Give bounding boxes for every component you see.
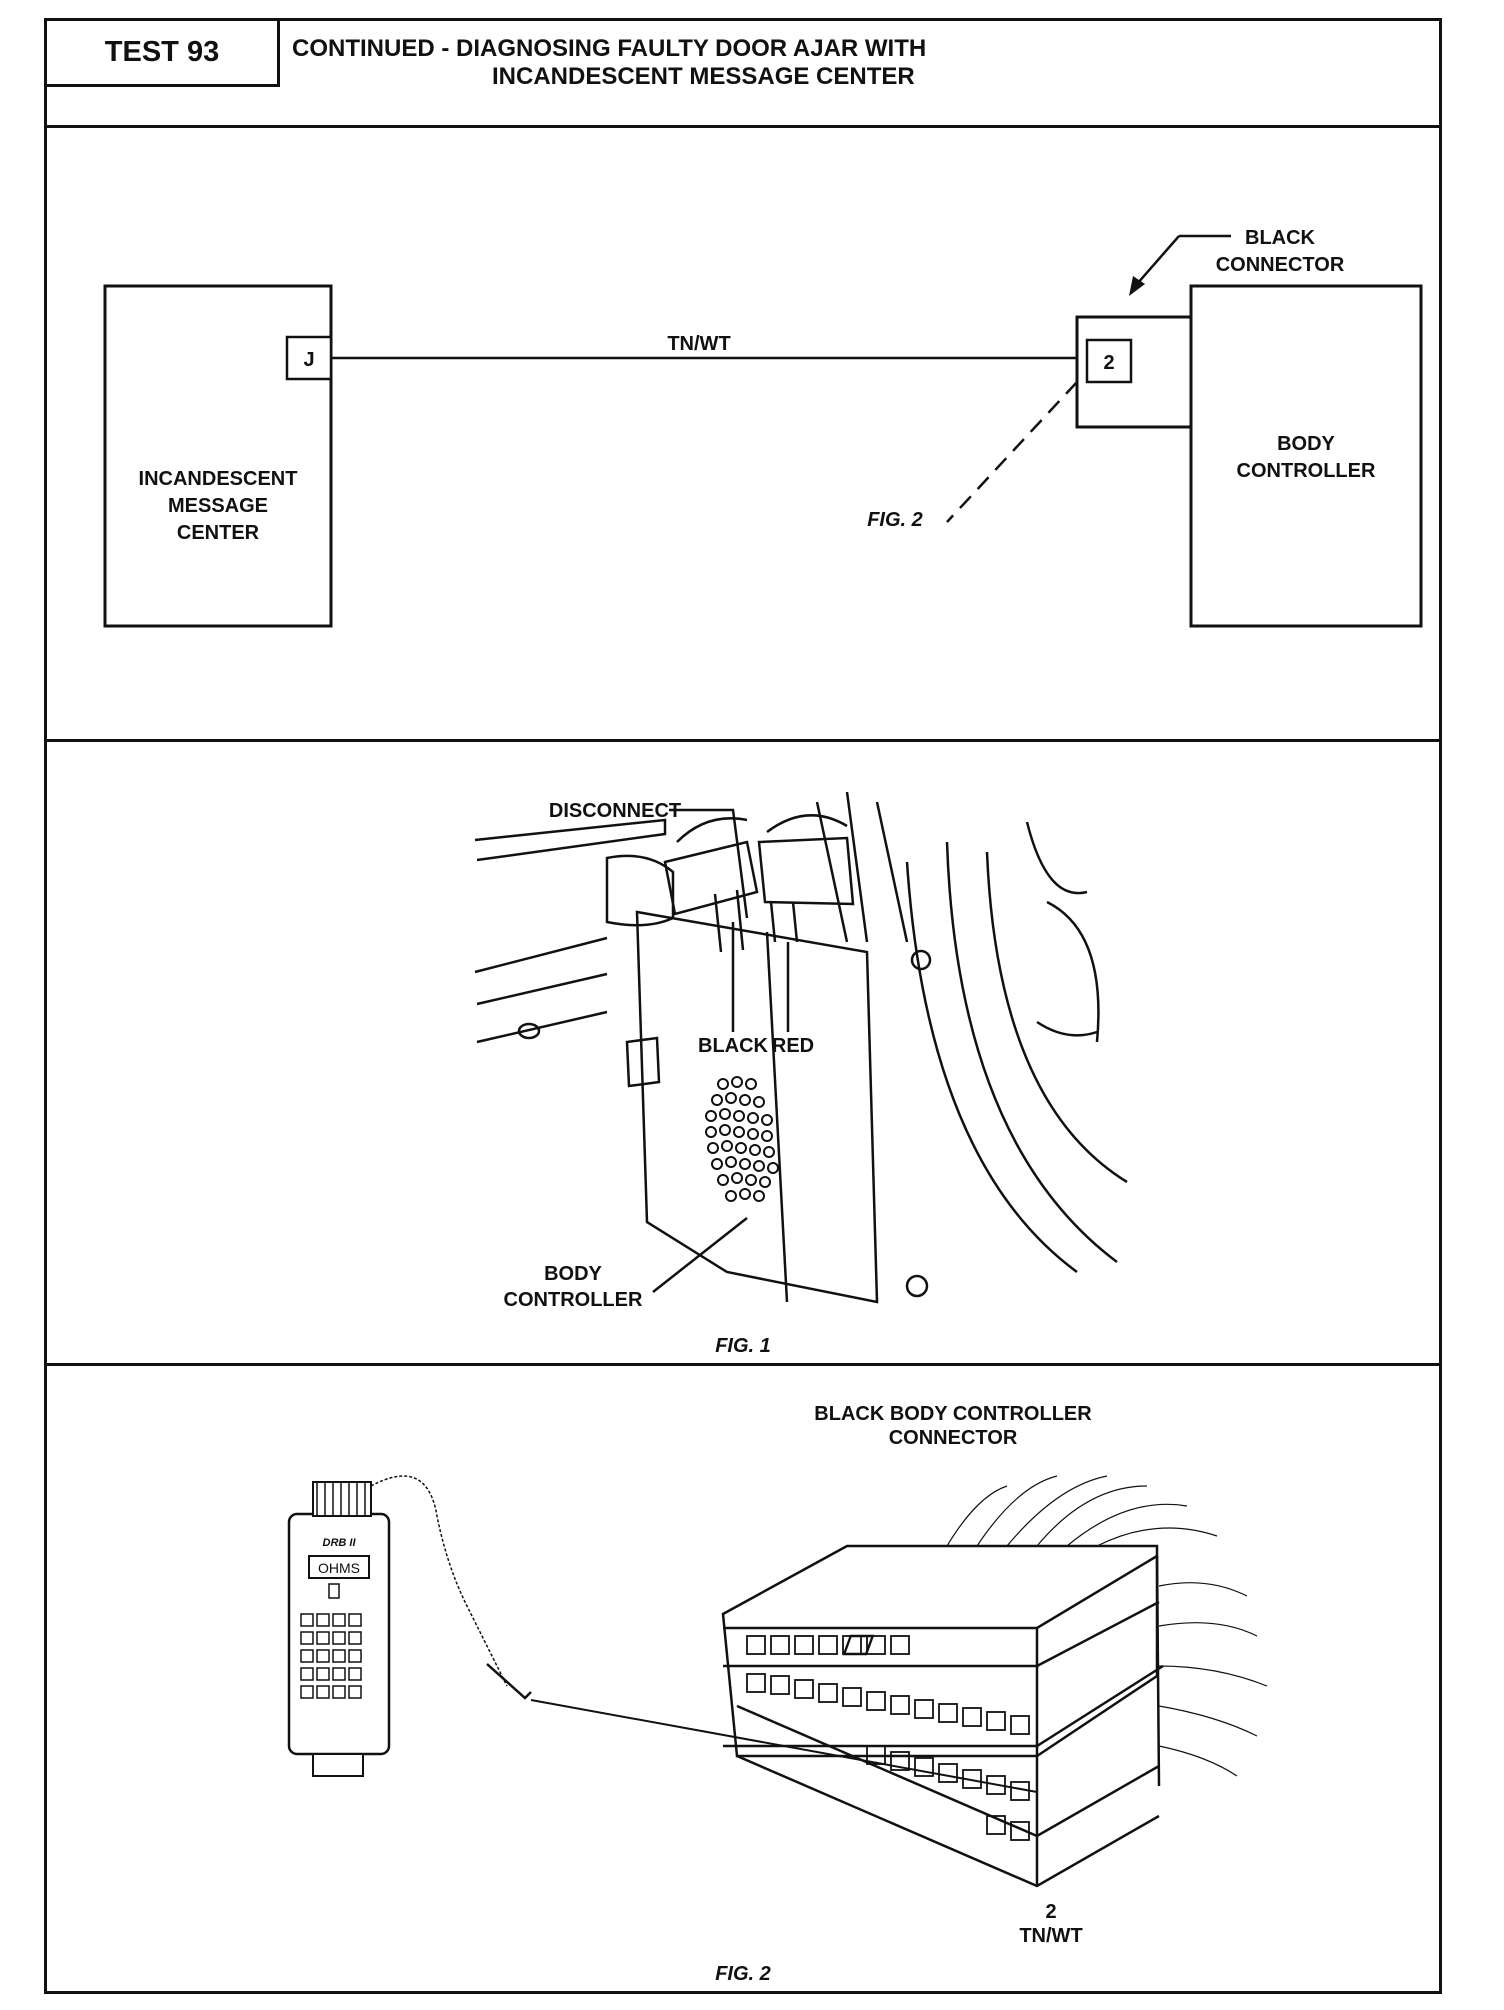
red-connector-latch (769, 901, 799, 943)
rear-wires (946, 1475, 1268, 1777)
meter-lead (370, 1475, 508, 1687)
title-line-2: INCANDESCENT MESSAGE CENTER (492, 63, 915, 90)
callout-leader (1136, 235, 1180, 285)
harness-curve-1 (905, 861, 1078, 1274)
fig-2-illustration: BLACK BODY CONTROLLER CONNECTOR DRB II O… (287, 1403, 1268, 1985)
red-connector-shape (757, 836, 855, 906)
fig-reference-label: FIG. 2 (867, 509, 923, 531)
test-number: TEST 93 (104, 36, 220, 68)
black-body-controller-connector (721, 1544, 1164, 1888)
pin-j-box (285, 335, 333, 381)
mount-bolt-top (910, 949, 932, 971)
bracket-lines (1036, 900, 1100, 1043)
controller-housing (635, 910, 879, 1304)
black-connector-shape (663, 840, 759, 916)
drb-meter: DRB II OHMS (287, 1481, 391, 1777)
controller-seam (765, 931, 789, 1303)
fig-2-title-line-1: BLACK BODY CONTROLLER (814, 1403, 1092, 1425)
black-connector-label: BLACK (698, 1035, 769, 1057)
page-frame: TEST 93 CONTINUED - DIAGNOSING FAULTY DO… (44, 18, 1442, 1994)
black-connector-latch (713, 889, 745, 953)
fig-1-caption: FIG. 1 (715, 1335, 771, 1357)
harness-curve-4 (1025, 821, 1088, 895)
meter-display: OHMS (318, 1560, 360, 1576)
vent-holes (705, 1076, 779, 1202)
left-module-line-3: CENTER (177, 522, 260, 544)
harness-curve-2 (945, 841, 1118, 1263)
body-controller-module (1189, 284, 1423, 628)
connector-callout-line-2: CONNECTOR (1216, 254, 1345, 276)
probe-tip (486, 1663, 532, 1700)
panel-divider-2 (47, 1363, 1439, 1366)
pin-2-label: 2 (1103, 352, 1114, 374)
connector-callout-line-1: BLACK (1245, 227, 1316, 249)
fig-reference-leader (946, 381, 1078, 523)
wiring-schematic: J INCANDESCENT MESSAGE CENTER TN/WT 2 BO… (103, 227, 1423, 628)
fig-2-title-line-2: CONNECTOR (889, 1427, 1018, 1449)
right-module-line-1: BODY (1277, 433, 1335, 455)
message-center-module (103, 284, 333, 628)
meter-brand: DRB II (323, 1537, 357, 1549)
mount-bolt-bottom (905, 1274, 929, 1298)
header-divider (47, 125, 1439, 128)
pin-wire-label: TN/WT (1019, 1925, 1082, 1947)
title-line-1: CONTINUED - DIAGNOSING FAULTY DOOR AJAR … (292, 35, 927, 62)
pin-2-box (1085, 338, 1133, 384)
fig-1-illustration: DISCONNECT BLACK RED BODY CONTROLLER FIG… (474, 791, 1128, 1357)
left-module-line-2: MESSAGE (168, 495, 268, 517)
disconnect-label: DISCONNECT (549, 800, 681, 822)
page-title: CONTINUED - DIAGNOSING FAULTY DOOR AJAR … (292, 35, 1292, 91)
fig-2-caption: FIG. 2 (715, 1963, 771, 1985)
connector-handle (605, 854, 675, 927)
dash-panel-top (474, 818, 667, 862)
pin-j-label: J (303, 349, 314, 371)
panel-divider-1 (47, 739, 1439, 742)
red-connector-label: RED (772, 1035, 814, 1057)
test-number-box: TEST 93 (47, 21, 280, 87)
pin-number-label: 2 (1045, 1901, 1056, 1923)
left-module-line-1: INCANDESCENT (139, 468, 298, 490)
callout-arrowhead (1129, 276, 1145, 296)
body-controller-label-1: BODY (544, 1263, 602, 1285)
connector-cavities (746, 1635, 1030, 1841)
wire-color-label: TN/WT (667, 333, 730, 355)
body-controller-leader (652, 1217, 748, 1293)
disconnect-leader (669, 808, 749, 919)
harness-top (815, 791, 909, 943)
right-module-line-2: CONTROLLER (1237, 460, 1376, 482)
body-controller-label-2: CONTROLLER (504, 1289, 643, 1311)
dash-hole (517, 1022, 541, 1040)
harness-curve-3 (985, 851, 1128, 1184)
wire-bundles (676, 814, 848, 843)
mount-bracket (625, 1036, 661, 1088)
dash-panel-lines (474, 936, 608, 1044)
